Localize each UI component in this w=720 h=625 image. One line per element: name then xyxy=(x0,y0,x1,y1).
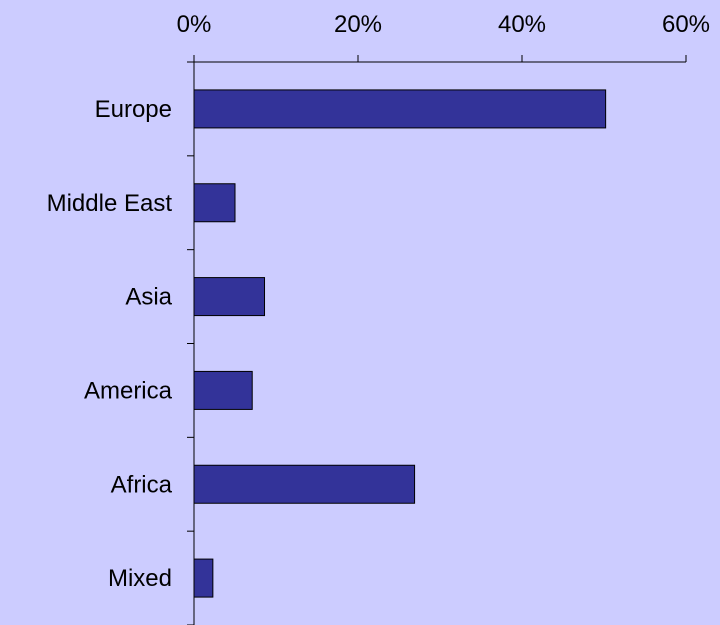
category-label: Asia xyxy=(125,284,172,311)
bars xyxy=(193,89,607,598)
category-label: Mixed xyxy=(108,565,172,592)
x-tick-label: 0% xyxy=(177,11,212,38)
x-tick-label: 40% xyxy=(498,11,546,38)
x-tick-label: 60% xyxy=(662,11,710,38)
category-label: Middle East xyxy=(47,190,173,217)
x-tick-label: 20% xyxy=(334,11,382,38)
category-label: Europe xyxy=(95,96,172,123)
bar xyxy=(193,277,266,317)
category-label: America xyxy=(84,377,173,404)
bar xyxy=(193,558,214,598)
x-axis: 0% 20% 40% 60% xyxy=(177,11,710,63)
bar xyxy=(193,370,253,410)
bar xyxy=(193,183,236,223)
category-label: Africa xyxy=(111,471,173,498)
bar xyxy=(193,464,416,504)
bar xyxy=(193,89,607,129)
